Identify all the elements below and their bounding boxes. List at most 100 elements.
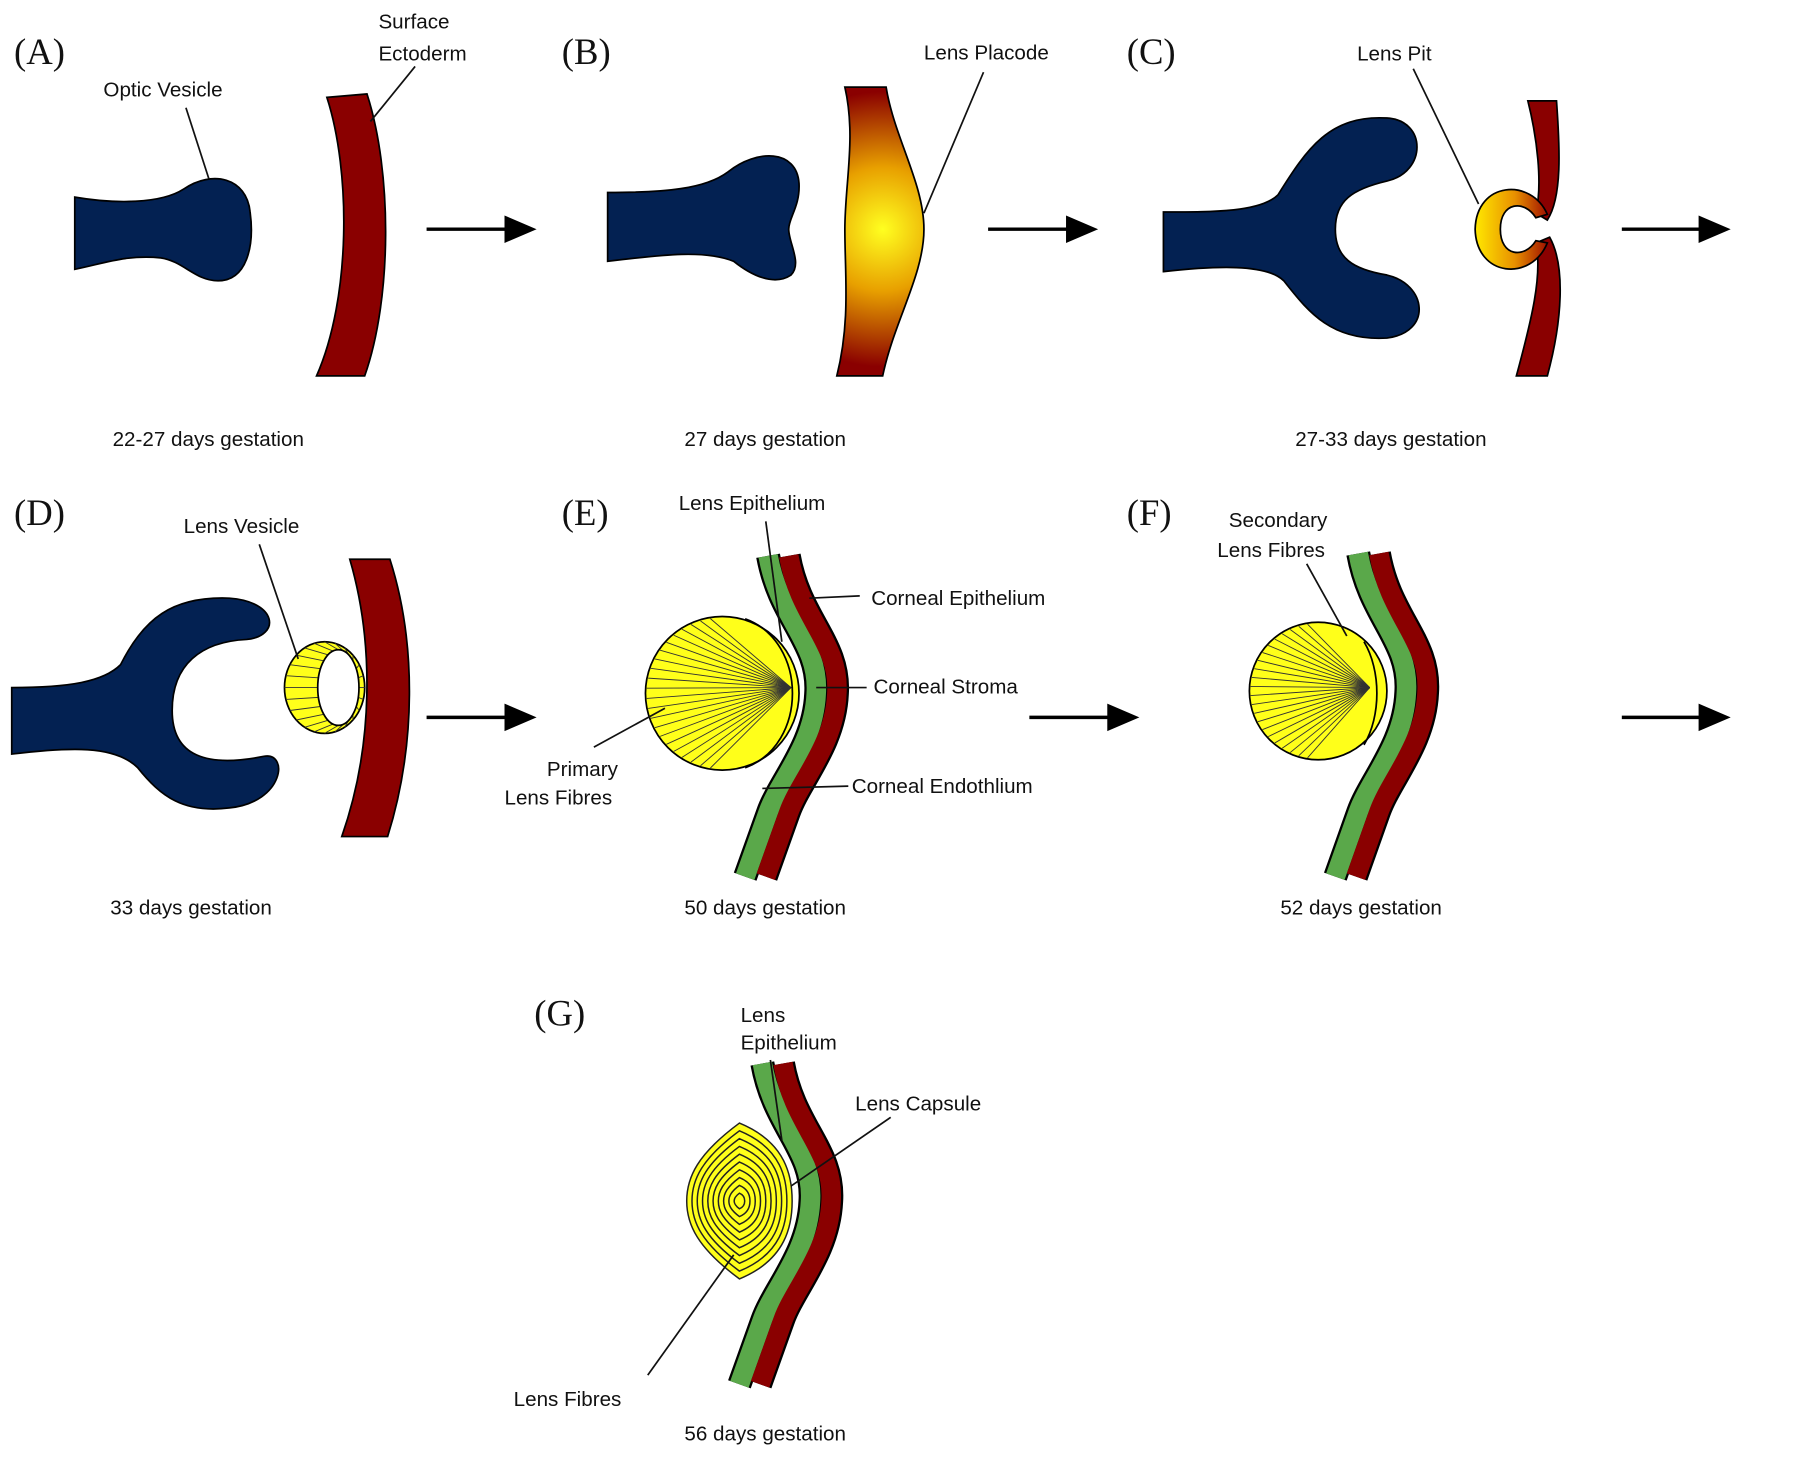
caption: 22-27 days gestation <box>113 428 304 451</box>
fibre-line <box>673 634 792 688</box>
fibre-line <box>1254 687 1370 714</box>
surface-ectoderm-lower <box>1515 236 1562 377</box>
optic-cup <box>1162 117 1420 340</box>
fibre-line <box>666 687 792 745</box>
surface-ectoderm-upper <box>1526 99 1560 222</box>
fibre-line <box>1251 676 1370 689</box>
fibre-line <box>690 624 792 688</box>
caption: 27 days gestation <box>684 428 846 451</box>
fibre-line <box>659 649 792 689</box>
fibre-line <box>659 687 792 737</box>
corneal-epithelium-band <box>750 1061 841 1388</box>
optic-vesicle <box>73 177 253 282</box>
fibre-line <box>1250 687 1370 697</box>
label-optic-vesicle: Optic Vesicle <box>103 78 222 101</box>
lens-vesicle <box>283 640 366 735</box>
lens-placode <box>835 86 925 377</box>
secondary-lens-fibres <box>1248 621 1388 761</box>
lens-fibres <box>685 1122 793 1280</box>
fibre-line <box>1298 687 1371 757</box>
fibre-line <box>1257 687 1370 723</box>
label-lens-placode: Lens Placode <box>924 42 1049 65</box>
fibre-line <box>314 642 334 652</box>
label-corneal-endothelium: Corneal Endothlium <box>852 775 1033 798</box>
fibre-line <box>1289 687 1370 753</box>
surface-ectoderm <box>340 558 411 838</box>
fibre-line <box>1254 668 1370 689</box>
fibre-line <box>296 713 324 721</box>
fibre-line <box>673 687 792 752</box>
lens-fibre-layer <box>733 1192 746 1210</box>
fibre-line <box>690 687 792 763</box>
fibre-line <box>654 658 792 689</box>
fibre-line <box>646 687 792 689</box>
label-ectoderm: Ectoderm <box>378 43 466 66</box>
cornea-layers <box>733 553 849 881</box>
cornea-layers <box>1323 551 1440 881</box>
label-secondary: Secondary <box>1229 509 1328 532</box>
caption: 50 days gestation <box>684 896 846 919</box>
fibre-line <box>1268 644 1370 689</box>
label-lens-fibres: Lens Fibres <box>1217 539 1325 562</box>
fibre-line <box>648 687 792 709</box>
arrow-icon <box>1621 215 1731 243</box>
surface-ectoderm <box>315 93 387 377</box>
fibre-line <box>1281 687 1370 749</box>
fibre-line <box>324 724 339 734</box>
label-primary: Primary <box>547 758 619 781</box>
fibre-line <box>648 677 792 689</box>
caption: 56 days gestation <box>684 1422 846 1445</box>
arrow-icon <box>426 215 537 243</box>
fibre-line <box>700 687 792 767</box>
corneal-stroma-band <box>1326 551 1417 880</box>
fibre-line <box>296 654 324 662</box>
fibre-line <box>289 664 321 670</box>
caption: 27-33 days gestation <box>1295 428 1486 451</box>
label-lens: Lens <box>741 1004 786 1027</box>
panel-letter: (E) <box>562 492 609 533</box>
label-surface: Surface <box>378 11 449 34</box>
label-lens-capsule: Lens Capsule <box>855 1092 981 1115</box>
fibre-line <box>1250 686 1370 689</box>
optic-vesicle <box>606 155 800 281</box>
panel-letter: (A) <box>14 31 65 72</box>
panel-letter: (F) <box>1127 492 1172 533</box>
label-corneal-stroma: Corneal Stroma <box>874 675 1019 698</box>
fibre-line <box>1307 687 1371 759</box>
arrow-icon <box>1029 703 1140 732</box>
fibre-line <box>1298 625 1371 688</box>
fibre-line <box>1262 652 1370 689</box>
fibre-line <box>700 620 792 688</box>
corneal-stroma-band <box>730 1061 821 1388</box>
panel-g: (G) Lens Epithelium Lens Capsule Lens Fi… <box>514 993 982 1446</box>
caption: 33 days gestation <box>110 896 272 919</box>
fibre-line <box>681 687 792 758</box>
fibre-line <box>650 667 792 689</box>
fibre-line <box>324 641 339 651</box>
lens-pit <box>1474 188 1549 270</box>
fibre-line <box>304 647 329 656</box>
panel-a: (A) Optic Vesicle Surface Ectoderm 22-27… <box>14 11 537 451</box>
fibre-line <box>304 719 329 728</box>
panel-letter: (C) <box>1127 31 1176 72</box>
label-corneal-epithelium: Corneal Epithelium <box>871 587 1045 610</box>
fibre-line <box>1251 687 1370 706</box>
fibre-line <box>285 675 319 679</box>
fibre-line <box>1268 687 1370 738</box>
fibre-line <box>285 696 319 700</box>
fibre-line <box>710 618 792 688</box>
fibre-line <box>650 687 792 719</box>
fibre-line <box>1281 633 1370 688</box>
arrow-icon <box>988 215 1099 243</box>
panel-letter: (B) <box>562 31 611 72</box>
panel-letter: (G) <box>534 993 585 1034</box>
fibre-line <box>654 687 792 729</box>
panel-e: (E) Lens Epithelium Corneal Epithelium C… <box>505 492 1140 919</box>
corneal-epithelium-band <box>1346 551 1437 880</box>
fibre-line <box>1289 629 1370 688</box>
corneal-stroma-band <box>735 553 827 880</box>
label-lens-pit: Lens Pit <box>1357 43 1432 66</box>
panel-letter: (D) <box>14 492 65 533</box>
